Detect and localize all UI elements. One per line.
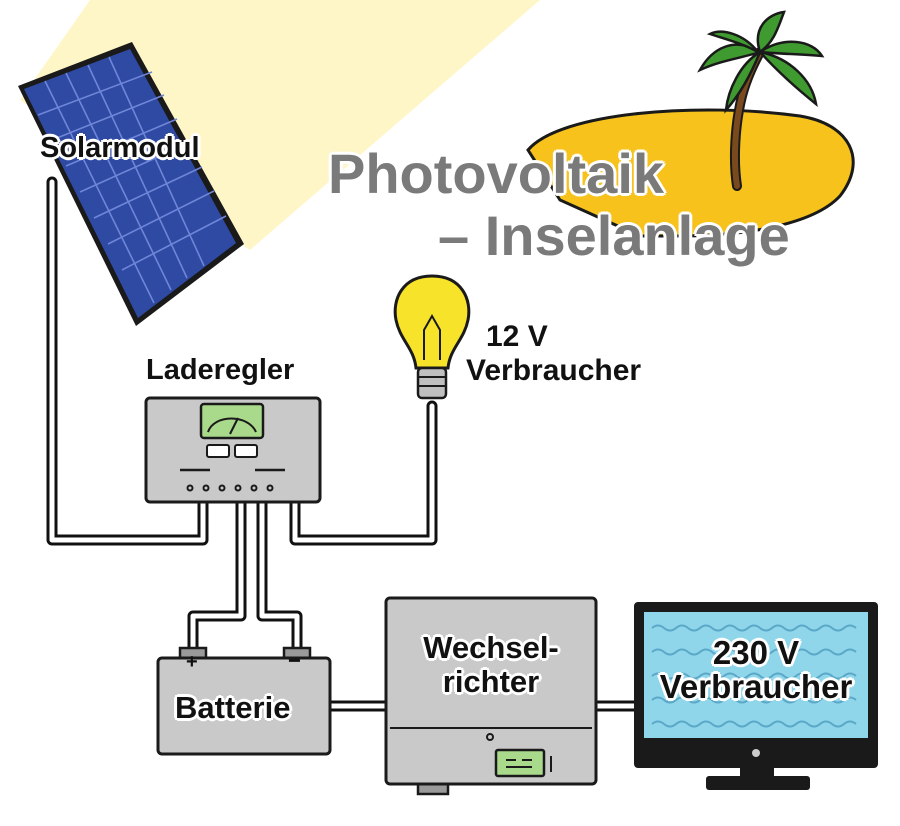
battery-minus-sign: − (288, 648, 301, 673)
battery-plus-sign: + (186, 651, 198, 673)
inverter-icon (384, 596, 598, 796)
label-batterie: Batterie (175, 690, 291, 725)
light-bulb-icon (393, 274, 471, 400)
label-wechselrichter-2: richter (442, 664, 540, 699)
label-12v: 12 V (486, 320, 548, 353)
wiring (46, 176, 642, 712)
solar-panel-icon (18, 42, 244, 326)
sunlight-icon (20, 0, 540, 250)
title-line-1: Photovoltaik (328, 142, 665, 205)
label-230v: 230 V (712, 634, 800, 671)
label-solarmodul: Solarmodul (40, 132, 200, 164)
title-line-2: – Inselanlage (438, 204, 790, 267)
label-wechselrichter-1: Wechsel- (423, 630, 559, 665)
charge-controller-icon (144, 396, 322, 504)
label-laderegler: Laderegler (146, 354, 295, 386)
label-12v-verbraucher: Verbraucher (466, 354, 642, 387)
tv-monitor-icon (634, 602, 878, 790)
island-icon (526, 108, 855, 238)
palm-tree-icon (697, 10, 825, 191)
battery-icon (156, 646, 332, 756)
label-230v-verbraucher: Verbraucher (659, 668, 853, 705)
